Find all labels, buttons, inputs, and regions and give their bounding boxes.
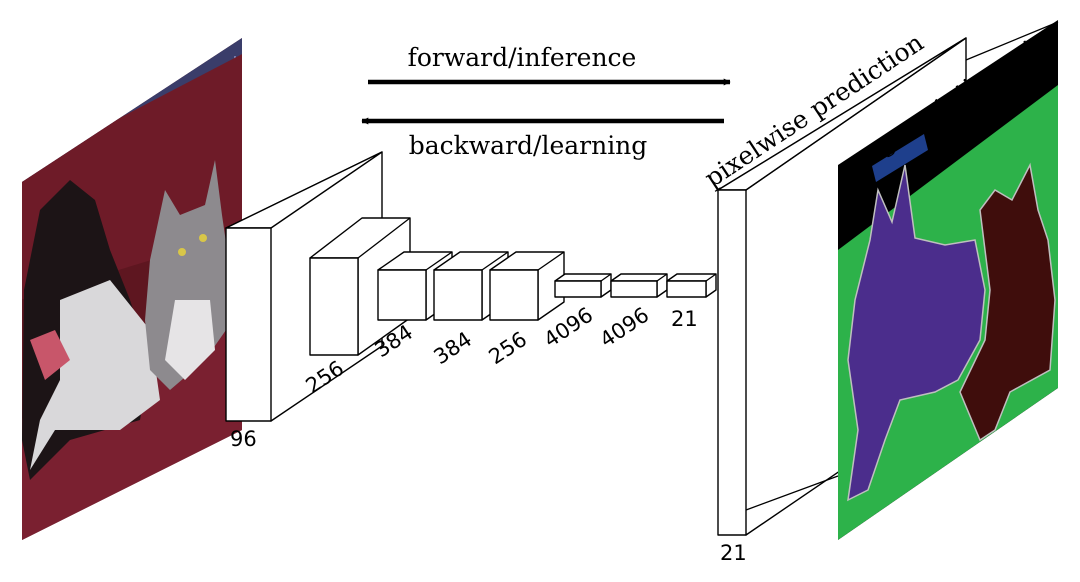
photo-cat-eye-right	[199, 234, 207, 242]
conv1-label: 96	[230, 427, 257, 451]
fc7-block	[610, 273, 668, 298]
seg-label-bar	[872, 134, 928, 182]
photo-cat-chest	[165, 300, 215, 380]
fc7-front	[610, 280, 658, 298]
fc8-label: 21	[671, 307, 698, 331]
fc8-edge	[705, 273, 717, 282]
connector-top	[965, 21, 1059, 61]
photo-cat-eye-left	[178, 248, 186, 256]
seg-cat	[959, 162, 1056, 442]
conv5-block	[489, 251, 565, 321]
fc6-front	[554, 280, 602, 298]
fc7-label: 4096	[596, 303, 654, 353]
conv3-edge	[425, 251, 453, 271]
photo-dog-tongue	[30, 330, 70, 380]
conv5-label: 256	[485, 327, 532, 369]
fc8-front	[666, 280, 707, 298]
conv2-front	[309, 257, 359, 356]
conv5-front	[489, 269, 539, 321]
input-photo	[22, 38, 242, 540]
seg-dog	[847, 164, 986, 502]
output-front	[717, 189, 747, 536]
conv5-edge	[537, 251, 565, 271]
conv2-block	[309, 217, 411, 356]
photo-dog-white	[30, 280, 160, 470]
conv3-front	[377, 269, 427, 321]
forward-arrow: forward/inference	[368, 43, 731, 86]
fc6-block	[554, 273, 612, 298]
backward-arrow: backward/learning	[361, 117, 724, 160]
conv4-edge	[481, 251, 509, 271]
output-label: 21	[720, 541, 747, 565]
output-top-edge	[745, 37, 967, 191]
fc6-edge	[600, 273, 612, 282]
conv4-front	[433, 269, 483, 321]
conv1-front	[225, 227, 272, 422]
fc7-edge	[656, 273, 668, 282]
connector-bottom	[745, 475, 839, 511]
conv2-edge	[357, 217, 411, 259]
conv4-label: 384	[430, 327, 477, 369]
backward-label: backward/learning	[409, 131, 648, 160]
fc8-block	[666, 273, 717, 298]
forward-label: forward/inference	[408, 43, 637, 72]
